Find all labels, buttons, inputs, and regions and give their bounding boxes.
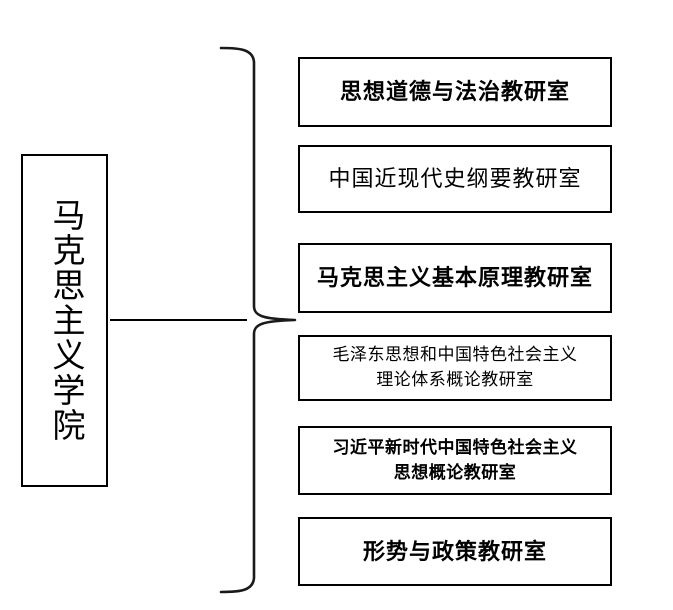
dept-box-label: 习近平新时代中国特色社会主义 思想概论教研室 [332,437,578,482]
dept-box-label: 毛泽东思想和中国特色社会主义 理论体系概论教研室 [332,345,578,389]
dept-box-situation-and-policy[interactable]: 形势与政策教研室 [298,517,612,586]
dept-box-marxism-basic-principles[interactable]: 马克思主义基本原理教研室 [298,243,612,313]
root-node-marxism-college[interactable]: 马克思主义学院 [21,154,108,487]
dept-box-ideology-morality-rule-of-law[interactable]: 思想道德与法治教研室 [298,57,612,127]
dept-box-label: 思想道德与法治教研室 [339,79,570,105]
dept-box-label: 形势与政策教研室 [362,538,547,564]
dept-box-modern-chinese-history[interactable]: 中国近现代史纲要教研室 [298,145,612,213]
dept-box-mao-zedong-thought[interactable]: 毛泽东思想和中国特色社会主义 理论体系概论教研室 [298,335,612,401]
curly-brace-connector [205,40,305,596]
curly-brace-icon [219,46,297,594]
dept-box-label: 中国近现代史纲要教研室 [328,166,582,192]
dept-box-label: 马克思主义基本原理教研室 [316,265,593,291]
connector-line-root-to-brace [110,319,247,321]
dept-box-xi-jinping-thought[interactable]: 习近平新时代中国特色社会主义 思想概论教研室 [298,426,612,495]
root-node-label: 马克思主义学院 [46,198,83,443]
